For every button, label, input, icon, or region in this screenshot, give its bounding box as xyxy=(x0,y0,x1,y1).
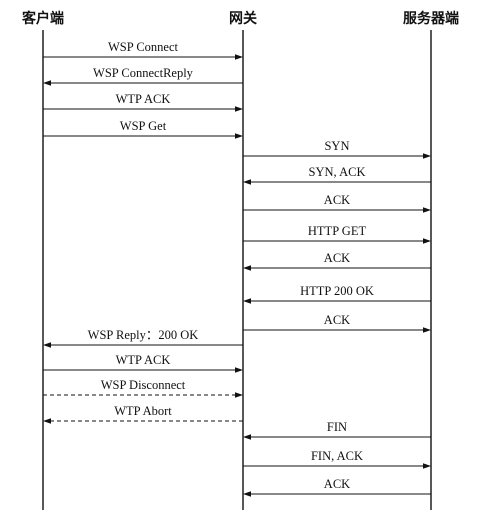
arrowhead xyxy=(423,207,431,213)
message-10: HTTP 200 OK xyxy=(243,284,431,304)
message-14: WSP Disconnect xyxy=(43,378,243,398)
arrowhead xyxy=(243,298,251,304)
message-label: WSP ConnectReply xyxy=(93,66,194,80)
message-label: WTP ACK xyxy=(116,92,171,106)
message-12: WSP Reply：200 OK xyxy=(43,328,243,348)
message-label: HTTP 200 OK xyxy=(300,284,374,298)
message-2: WSP ConnectReply xyxy=(43,66,243,86)
lifeline-title-gateway: 网关 xyxy=(229,11,257,27)
message-15: WTP Abort xyxy=(43,404,243,424)
message-13: WTP ACK xyxy=(43,353,243,373)
arrowhead xyxy=(423,463,431,469)
message-label: WSP Get xyxy=(120,119,167,133)
message-label: WSP Disconnect xyxy=(101,378,186,392)
message-label: ACK xyxy=(324,477,350,491)
message-label: ACK xyxy=(324,251,350,265)
message-9: ACK xyxy=(243,251,431,271)
message-label: HTTP GET xyxy=(308,224,367,238)
message-16: FIN xyxy=(243,420,431,440)
arrowhead xyxy=(243,179,251,185)
message-label: SYN, ACK xyxy=(309,165,366,179)
message-6: SYN, ACK xyxy=(243,165,431,185)
message-4: WSP Get xyxy=(43,119,243,139)
arrowhead xyxy=(235,106,243,112)
arrowhead xyxy=(43,342,51,348)
message-5: SYN xyxy=(243,139,431,159)
arrowhead xyxy=(43,418,51,424)
arrowhead xyxy=(243,491,251,497)
message-8: HTTP GET xyxy=(243,224,431,244)
message-label: SYN xyxy=(324,139,349,153)
lifeline-title-server: 服务器端 xyxy=(403,11,459,27)
arrowhead xyxy=(243,434,251,440)
message-18: ACK xyxy=(243,477,431,497)
lifeline-title-client: 客户端 xyxy=(22,11,64,27)
arrowhead xyxy=(235,367,243,373)
arrowhead xyxy=(423,153,431,159)
message-1: WSP Connect xyxy=(43,40,243,60)
arrowhead xyxy=(243,265,251,271)
arrowhead xyxy=(235,392,243,398)
message-label: WTP Abort xyxy=(114,404,172,418)
message-3: WTP ACK xyxy=(43,92,243,112)
message-label: WSP Reply：200 OK xyxy=(88,328,199,342)
message-label: ACK xyxy=(324,313,350,327)
arrowhead xyxy=(235,54,243,60)
message-label: WSP Connect xyxy=(108,40,179,54)
message-11: ACK xyxy=(243,313,431,333)
arrowhead xyxy=(423,238,431,244)
message-17: FIN, ACK xyxy=(243,449,431,469)
message-label: FIN xyxy=(327,420,347,434)
message-label: FIN, ACK xyxy=(311,449,363,463)
message-7: ACK xyxy=(243,193,431,213)
arrowhead xyxy=(423,327,431,333)
arrowhead xyxy=(235,133,243,139)
arrowhead xyxy=(43,80,51,86)
message-label: ACK xyxy=(324,193,350,207)
message-label: WTP ACK xyxy=(116,353,171,367)
